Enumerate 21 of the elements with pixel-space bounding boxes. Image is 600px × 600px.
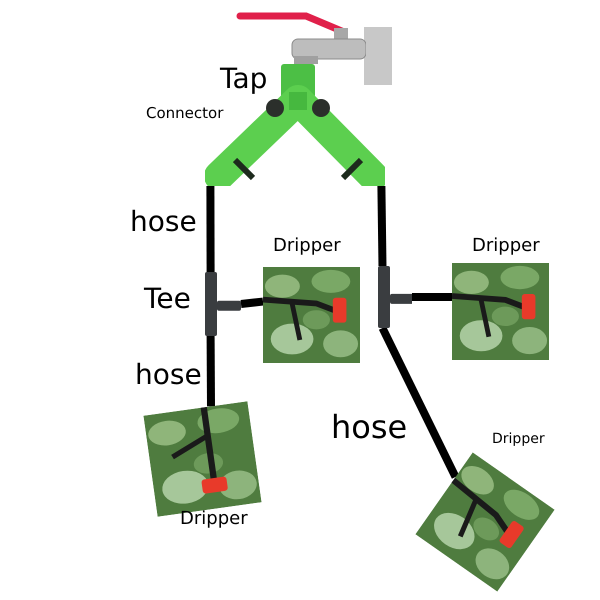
dripper-photo-placeholder — [452, 263, 549, 360]
part-label: Tap — [220, 64, 268, 95]
tee-fitting-drawing — [203, 272, 241, 336]
part-label: Dripper — [180, 509, 248, 529]
hose-line — [412, 292, 452, 301]
edge-label: hose — [135, 360, 202, 391]
tee-fitting-drawing — [376, 266, 412, 328]
part-label: Dripper — [492, 432, 545, 448]
hose-line — [240, 298, 264, 308]
part-label: Tee — [144, 284, 191, 315]
part-label: Dripper — [472, 236, 540, 256]
hose-line — [206, 336, 215, 406]
part-label: Connector — [146, 105, 224, 122]
hose-line — [378, 326, 460, 479]
tap-drawing — [236, 10, 366, 64]
hose-line — [377, 186, 386, 266]
dripper-photo-placeholder — [263, 267, 360, 363]
part-label: Dripper — [273, 236, 341, 256]
edge-label: hose — [130, 207, 197, 238]
edge-label: hose — [331, 410, 408, 446]
hose-line — [206, 186, 215, 272]
